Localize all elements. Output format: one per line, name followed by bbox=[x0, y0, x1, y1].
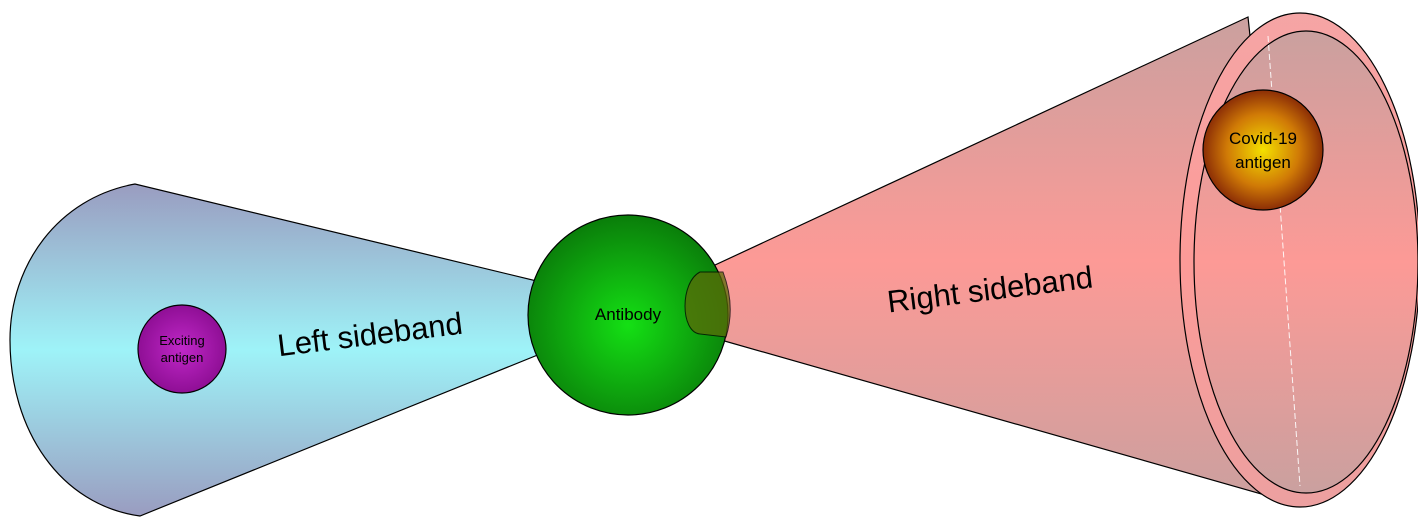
antibody-cone-overlap bbox=[684, 271, 731, 338]
exciting-antigen-sphere bbox=[137, 304, 227, 394]
exciting-antigen-label-line2: antigen bbox=[161, 350, 204, 365]
right-cone-inner-face bbox=[1193, 30, 1418, 494]
antibody-label: Antibody bbox=[595, 305, 662, 324]
exciting-antigen-label-line1: Exciting bbox=[159, 333, 205, 348]
covid-antigen-label-line1: Covid-19 bbox=[1229, 129, 1297, 148]
left-sideband-cone bbox=[9, 183, 546, 517]
covid-antigen-label-line2: antigen bbox=[1235, 153, 1291, 172]
covid-antigen-sphere bbox=[1202, 89, 1324, 211]
